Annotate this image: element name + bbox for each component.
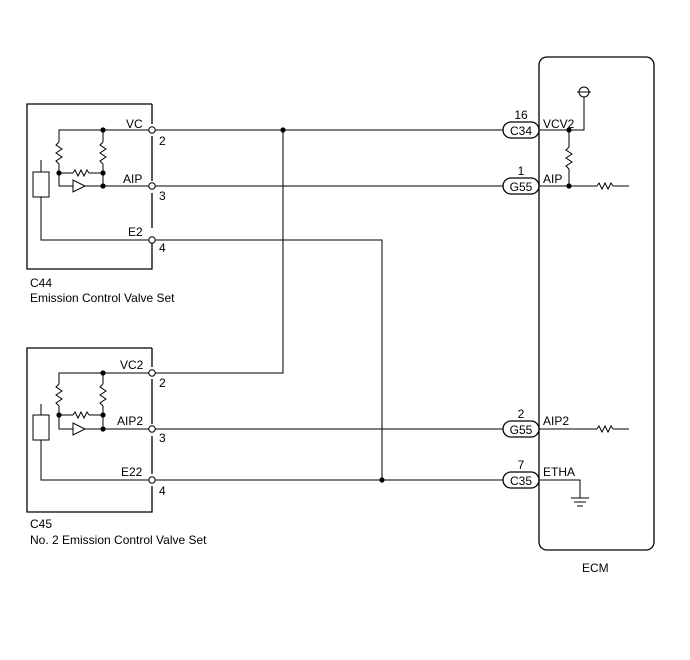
terminal-c44-4 bbox=[148, 236, 156, 244]
c44-resistor-2 bbox=[99, 141, 107, 165]
c45-internal-wire bbox=[59, 406, 104, 429]
connector-g55-2-pin: 2 bbox=[518, 407, 525, 421]
terminal-c44-2 bbox=[148, 126, 156, 134]
ecm-signal-vcv2: VCV2 bbox=[543, 117, 575, 131]
c45-resistor-3 bbox=[72, 410, 90, 420]
c44-junction bbox=[100, 170, 106, 176]
c45-amplifier-icon bbox=[72, 422, 87, 436]
c44-box bbox=[26, 103, 153, 270]
terminal-c45-3 bbox=[148, 425, 156, 433]
c45-pin-e22-number: 4 bbox=[159, 484, 166, 498]
c44-junction bbox=[56, 170, 62, 176]
c44-junction bbox=[100, 183, 106, 189]
terminal-c45-2 bbox=[148, 369, 156, 377]
c45-internal-wire bbox=[40, 404, 152, 481]
ecm-signal-aip2: AIP2 bbox=[543, 414, 569, 428]
c45-junction bbox=[100, 412, 106, 418]
connector-g55-1-pin: 1 bbox=[518, 164, 525, 178]
ecm-signal-aip: AIP bbox=[543, 172, 562, 186]
c44-sensor-element bbox=[32, 171, 50, 198]
c44-internal-wire bbox=[58, 130, 104, 173]
ecm-box bbox=[538, 56, 655, 551]
connector-c34-pin: 16 bbox=[514, 108, 528, 122]
harness-wires bbox=[155, 127, 503, 483]
terminal-c44-3 bbox=[148, 182, 156, 190]
c45-code: C45 bbox=[30, 517, 52, 531]
c44-pin-e2-number: 4 bbox=[159, 241, 166, 255]
c45-name: No. 2 Emission Control Valve Set bbox=[30, 533, 207, 547]
ecm-vcv2-wire bbox=[539, 95, 585, 131]
c45-pin-aip2-number: 3 bbox=[159, 431, 166, 445]
c45-vc-internal-wire bbox=[58, 372, 152, 384]
connector-g55-2: G55 bbox=[510, 423, 533, 437]
c44-vc-internal-wire bbox=[58, 129, 152, 142]
c44-pin-e2-signal: E2 bbox=[128, 225, 143, 239]
pin-terminals bbox=[148, 126, 156, 484]
ecm-pullup-resistor bbox=[565, 146, 573, 170]
ecm-junction bbox=[566, 127, 572, 133]
ecm-etha-wire bbox=[539, 479, 581, 498]
ecm-signal-etha: ETHA bbox=[543, 465, 575, 479]
c44-junction bbox=[100, 127, 106, 133]
c45-sensor-element bbox=[32, 414, 50, 441]
wire-vc-to-vc2 bbox=[155, 130, 284, 374]
c45-box bbox=[26, 347, 153, 513]
ecm: ECM C34 16 G55 1 G55 2 C35 7 VCV2 AIP AI… bbox=[502, 56, 655, 575]
splice-vc bbox=[280, 127, 286, 133]
c44-internal-wire bbox=[40, 160, 152, 241]
ecm-aip2-resistor bbox=[596, 424, 614, 434]
c44-code: C44 bbox=[30, 276, 52, 290]
connector-c34: C34 bbox=[510, 124, 532, 138]
c45-pin-vc2-signal: VC2 bbox=[120, 358, 144, 372]
c45-internal-wire bbox=[58, 373, 104, 415]
c44-amplifier-icon bbox=[72, 179, 87, 193]
splice-ground bbox=[379, 477, 385, 483]
c45-junction bbox=[100, 426, 106, 432]
terminal-c45-4 bbox=[148, 476, 156, 484]
c45-junction bbox=[56, 412, 62, 418]
c44-pin-aip-number: 3 bbox=[159, 189, 166, 203]
c45-pin-aip2-signal: AIP2 bbox=[117, 414, 143, 428]
wire-e2 bbox=[155, 239, 383, 480]
c44-pin-vc-signal: VC bbox=[126, 117, 143, 131]
component-c45: VC2 2 AIP2 3 E22 4 C45 No. 2 Emission Co… bbox=[26, 347, 207, 547]
c44-resistor-3 bbox=[72, 168, 90, 178]
ecm-label: ECM bbox=[582, 561, 609, 575]
ecm-aip-resistor bbox=[596, 181, 614, 191]
c45-junction bbox=[100, 370, 106, 376]
c45-pin-vc2-number: 2 bbox=[159, 376, 166, 390]
c44-pin-vc-number: 2 bbox=[159, 134, 166, 148]
connector-c35-pin: 7 bbox=[518, 458, 525, 472]
c44-pin-aip-signal: AIP bbox=[123, 172, 142, 186]
c45-pin-e22-signal: E22 bbox=[121, 465, 143, 479]
c45-resistor-2 bbox=[99, 383, 107, 407]
c45-resistor-1 bbox=[55, 383, 63, 407]
ground-icon bbox=[571, 497, 589, 507]
c44-name: Emission Control Valve Set bbox=[30, 291, 175, 305]
connector-c35: C35 bbox=[510, 474, 532, 488]
component-c44: VC 2 AIP 3 E2 4 C44 Emission Control Val… bbox=[26, 103, 175, 305]
connector-g55-1: G55 bbox=[510, 180, 533, 194]
c44-internal-wire bbox=[59, 164, 104, 186]
c44-resistor-1 bbox=[55, 141, 63, 165]
